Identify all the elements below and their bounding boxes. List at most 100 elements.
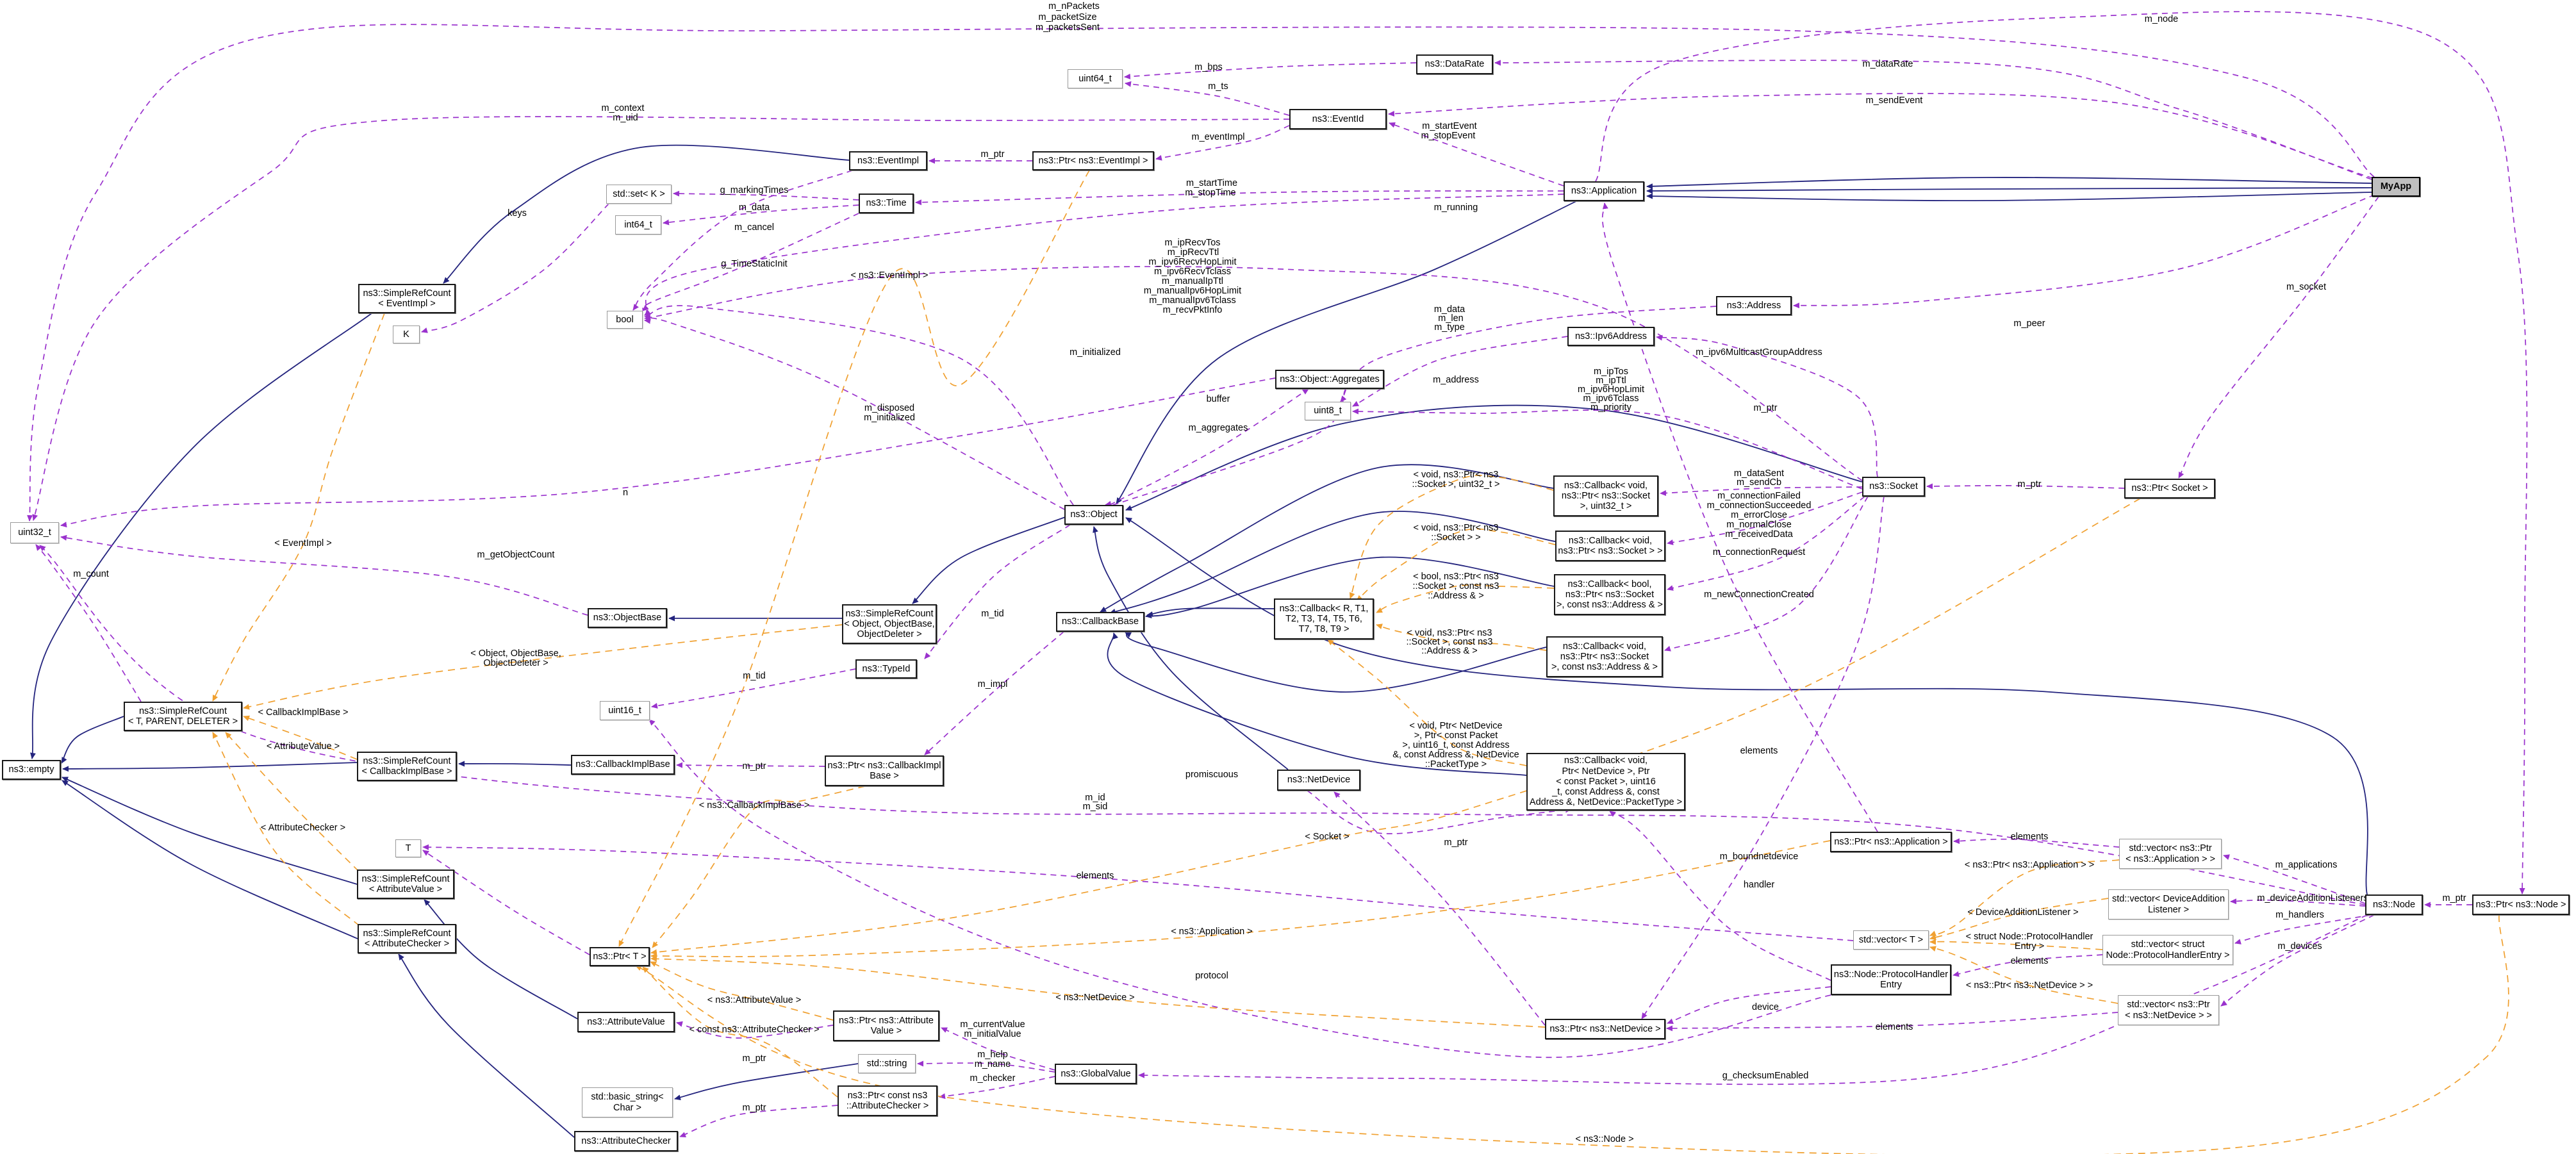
edge-label: m_manualIpv6Tclass bbox=[1149, 295, 1236, 306]
class-node-uint32_t[interactable]: uint32_t bbox=[10, 522, 59, 543]
class-node-cb-generic[interactable]: ns3::Callback< R, T1,T2, T3, T4, T5, T6,… bbox=[1274, 598, 1374, 639]
class-node-attributechecker[interactable]: ns3::AttributeChecker bbox=[574, 1131, 678, 1151]
edge-label: m_ptr bbox=[2017, 479, 2042, 490]
edge-label: m_bps bbox=[1194, 62, 1223, 72]
class-node-label: ns3::Object bbox=[1070, 509, 1118, 520]
class-node-label: ns3::NetDevice bbox=[1287, 775, 1351, 786]
class-node-ptr-t[interactable]: ns3::Ptr< T > bbox=[590, 947, 650, 966]
class-node-attributevalue[interactable]: ns3::AttributeValue bbox=[577, 1012, 675, 1032]
class-node-label: < const Packet >, uint16 bbox=[1556, 776, 1656, 787]
class-node-typeid[interactable]: ns3::TypeId bbox=[855, 659, 917, 679]
class-node-ptr-socket[interactable]: ns3::Ptr< Socket > bbox=[2124, 479, 2215, 499]
edge-label: m_currentValue bbox=[960, 1019, 1025, 1030]
edge-usage-68 bbox=[1667, 986, 1831, 1025]
class-node-label: uint64_t bbox=[1078, 73, 1112, 84]
edge-label: g_markingTimes bbox=[720, 185, 789, 195]
edge-label: m_address bbox=[1433, 375, 1479, 385]
class-node-uint16_t[interactable]: uint16_t bbox=[600, 701, 650, 720]
edge-label: m_normalClose bbox=[1726, 520, 1792, 530]
edge-label: m_ipv6Tclass bbox=[1583, 393, 1639, 404]
edge-usage-86 bbox=[422, 850, 590, 955]
class-node-netdevice[interactable]: ns3::NetDevice bbox=[1277, 770, 1360, 791]
class-node-socket[interactable]: ns3::Socket bbox=[1862, 477, 1925, 497]
edge-template-97 bbox=[650, 840, 1831, 959]
edge-template-99 bbox=[650, 961, 834, 1021]
class-node-ptr-cac[interactable]: ns3::Ptr< const ns3::AttributeChecker > bbox=[838, 1085, 937, 1116]
edge-label: < Socket > bbox=[1305, 832, 1350, 842]
edge-usage-70 bbox=[1333, 791, 1546, 1026]
class-node-cb-sock[interactable]: ns3::Callback< void,ns3::Ptr< ns3::Socke… bbox=[1555, 531, 1665, 561]
edge-usage-37 bbox=[421, 203, 609, 333]
edge-inherit-0 bbox=[1646, 177, 2372, 190]
edge-usage-73 bbox=[2230, 898, 2366, 907]
class-node-t[interactable]: T bbox=[395, 839, 421, 857]
class-node-k[interactable]: K bbox=[393, 326, 420, 343]
edge-label: m_stopTime bbox=[1185, 188, 1236, 198]
class-node-globalvalue[interactable]: ns3::GlobalValue bbox=[1055, 1064, 1137, 1084]
class-node-src-eventimpl[interactable]: ns3::SimpleRefCount< EventImpl > bbox=[358, 284, 456, 313]
edge-inherit-20 bbox=[62, 777, 358, 885]
class-node-set-k[interactable]: std::set< K > bbox=[606, 185, 672, 204]
class-node-src-ac[interactable]: ns3::SimpleRefCount< AttributeChecker > bbox=[358, 924, 456, 953]
edge-label: < ns3::Ptr< ns3::Application > > bbox=[1964, 860, 2095, 870]
class-node-ptr-application[interactable]: ns3::Ptr< ns3::Application > bbox=[1830, 832, 1952, 852]
class-node-int64_t[interactable]: int64_t bbox=[615, 215, 661, 235]
class-node-cb-void-sock-addr[interactable]: ns3::Callback< void,ns3::Ptr< ns3::Socke… bbox=[1546, 636, 1663, 677]
edge-usage-57 bbox=[644, 305, 1074, 506]
edge-label: m_len bbox=[1438, 313, 1464, 324]
class-node-datarate[interactable]: ns3::DataRate bbox=[1416, 54, 1493, 74]
class-node-objectbase[interactable]: ns3::ObjectBase bbox=[588, 608, 667, 628]
class-node-time[interactable]: ns3::Time bbox=[859, 194, 914, 213]
class-node-callbackimplbase[interactable]: ns3::CallbackImplBase bbox=[571, 755, 675, 775]
class-node-vec-t[interactable]: std::vector< T > bbox=[1853, 930, 1929, 950]
class-node-uint64_t[interactable]: uint64_t bbox=[1068, 69, 1123, 88]
class-node-ptr-node[interactable]: ns3::Ptr< ns3::Node > bbox=[2472, 894, 2570, 915]
edge-label: < DeviceAdditionListener > bbox=[1967, 907, 2079, 918]
edge-label: m_ipRecvTtl bbox=[1167, 247, 1219, 258]
class-node-src-tpd[interactable]: ns3::SimpleRefCount< T, PARENT, DELETER … bbox=[124, 702, 242, 731]
edge-usage-40 bbox=[644, 194, 1564, 316]
class-node-label: Node::ProtocolHandlerEntry > bbox=[2106, 950, 2230, 960]
class-node-ipv6address[interactable]: ns3::Ipv6Address bbox=[1567, 327, 1655, 346]
edge-label: m_manualIpTtl bbox=[1162, 276, 1223, 286]
class-node-vec-ptr-app[interactable]: std::vector< ns3::Ptr< ns3::Application … bbox=[2119, 839, 2222, 869]
class-node-cb-bool-sock-addr[interactable]: ns3::Callback< bool,ns3::Ptr< ns3::Socke… bbox=[1554, 574, 1665, 615]
edge-inherit-7 bbox=[1100, 464, 1554, 613]
class-node-src-av[interactable]: ns3::SimpleRefCount< AttributeValue > bbox=[357, 870, 454, 899]
class-node-cb-sock-u32[interactable]: ns3::Callback< void,ns3::Ptr< ns3::Socke… bbox=[1553, 475, 1658, 516]
edge-usage-54 bbox=[1109, 388, 1309, 506]
edge-label: < AttributeChecker > bbox=[260, 823, 346, 833]
class-node-ptr-netdevice[interactable]: ns3::Ptr< ns3::NetDevice > bbox=[1545, 1019, 1665, 1039]
class-node-node[interactable]: ns3::Node bbox=[2365, 894, 2423, 915]
edge-template-105 bbox=[1929, 946, 2118, 1004]
class-node-callbackbase[interactable]: ns3::CallbackBase bbox=[1056, 612, 1144, 632]
class-node-vec-ptr-nd[interactable]: std::vector< ns3::Ptr< ns3::NetDevice > … bbox=[2118, 995, 2219, 1025]
class-node-std-string[interactable]: std::string bbox=[858, 1054, 916, 1073]
class-node-uint8_t[interactable]: uint8_t bbox=[1305, 402, 1351, 420]
edge-usage-81 bbox=[941, 1027, 1055, 1071]
edge-usage-29 bbox=[1388, 93, 2374, 179]
class-node-src-object[interactable]: ns3::SimpleRefCount< Object, ObjectBase,… bbox=[842, 604, 937, 644]
class-node-empty[interactable]: ns3::empty bbox=[2, 760, 61, 780]
edge-label: m_sendCb bbox=[1736, 477, 1782, 488]
class-node-ptr-eventimpl[interactable]: ns3::Ptr< ns3::EventImpl > bbox=[1032, 151, 1154, 170]
class-node-basic-string[interactable]: std::basic_string<Char > bbox=[582, 1087, 673, 1117]
class-node-address[interactable]: ns3::Address bbox=[1716, 296, 1792, 315]
edge-usage-62 bbox=[924, 631, 1064, 755]
class-node-application[interactable]: ns3::Application bbox=[1564, 181, 1644, 201]
class-node-aggregates[interactable]: ns3::Object::Aggregates bbox=[1275, 370, 1384, 389]
class-node-eventimpl[interactable]: ns3::EventImpl bbox=[849, 151, 927, 170]
class-node-object[interactable]: ns3::Object bbox=[1064, 505, 1123, 525]
class-node-myapp[interactable]: MyApp bbox=[2372, 177, 2420, 197]
edge-label: m_ptr bbox=[742, 1053, 766, 1064]
class-node-bool[interactable]: bool bbox=[607, 311, 643, 329]
class-node-label: < ns3::Application > > bbox=[2126, 853, 2215, 864]
class-node-src-cib[interactable]: ns3::SimpleRefCount< CallbackImplBase > bbox=[357, 752, 457, 781]
class-node-eventid[interactable]: ns3::EventId bbox=[1289, 109, 1387, 129]
class-node-cb-netdev[interactable]: ns3::Callback< void,Ptr< NetDevice >, Pt… bbox=[1526, 753, 1685, 811]
